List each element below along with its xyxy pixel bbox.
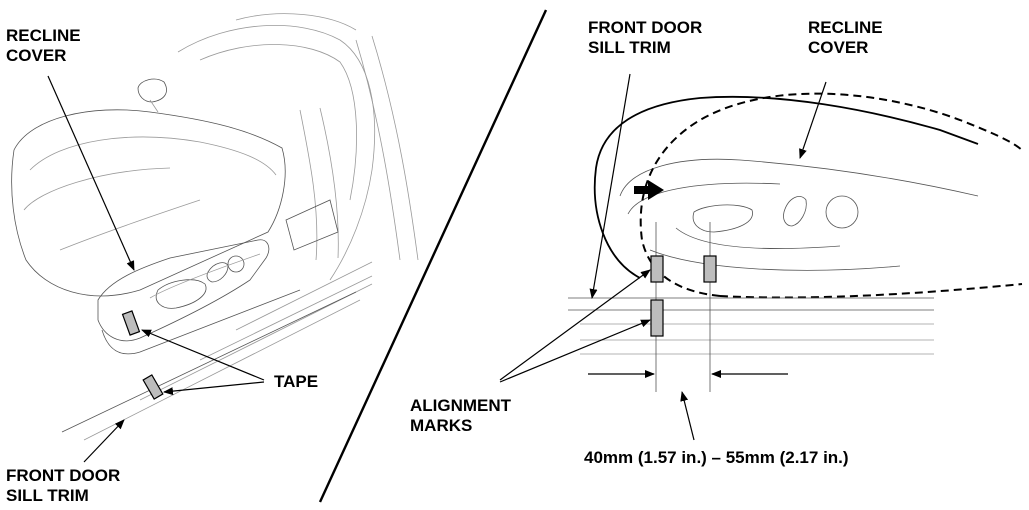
alignment-marks-label: ALIGNMENT MARKS <box>410 396 512 435</box>
right-recline-cover-label: RECLINE COVER <box>808 18 883 57</box>
movement-direction-arrow <box>634 180 664 200</box>
recline-cover-leader-right <box>799 81 827 159</box>
alignment-mark-upper-left <box>650 255 664 283</box>
alignment-leader-upper <box>499 269 651 381</box>
view-divider <box>318 9 548 503</box>
sill-trim-leader-right <box>589 73 631 299</box>
left-seat-drawing <box>11 13 419 463</box>
dimension-label: 40mm (1.57 in.) – 55mm (2.17 in.) <box>584 448 849 467</box>
right-sill-trim-label: FRONT DOOR SILL TRIM <box>588 18 703 57</box>
right-seat-drawing <box>499 73 1023 441</box>
sill-trim-leader-left <box>83 419 125 463</box>
left-sill-trim-label: FRONT DOOR SILL TRIM <box>6 466 121 505</box>
tape-leader-lower <box>163 381 265 396</box>
left-recline-cover-label: RECLINE COVER <box>6 26 81 65</box>
dimension-leader <box>680 391 695 441</box>
recline-cover-leader-left <box>47 75 135 271</box>
tape-mark-lower <box>142 374 164 400</box>
alignment-mark-lower <box>650 299 664 337</box>
left-tape-label: TAPE <box>274 372 319 391</box>
alignment-leader-lower <box>499 319 651 383</box>
tape-mark-upper <box>121 310 141 336</box>
tape-leader-upper <box>141 329 265 381</box>
alignment-mark-upper-right <box>703 255 717 283</box>
